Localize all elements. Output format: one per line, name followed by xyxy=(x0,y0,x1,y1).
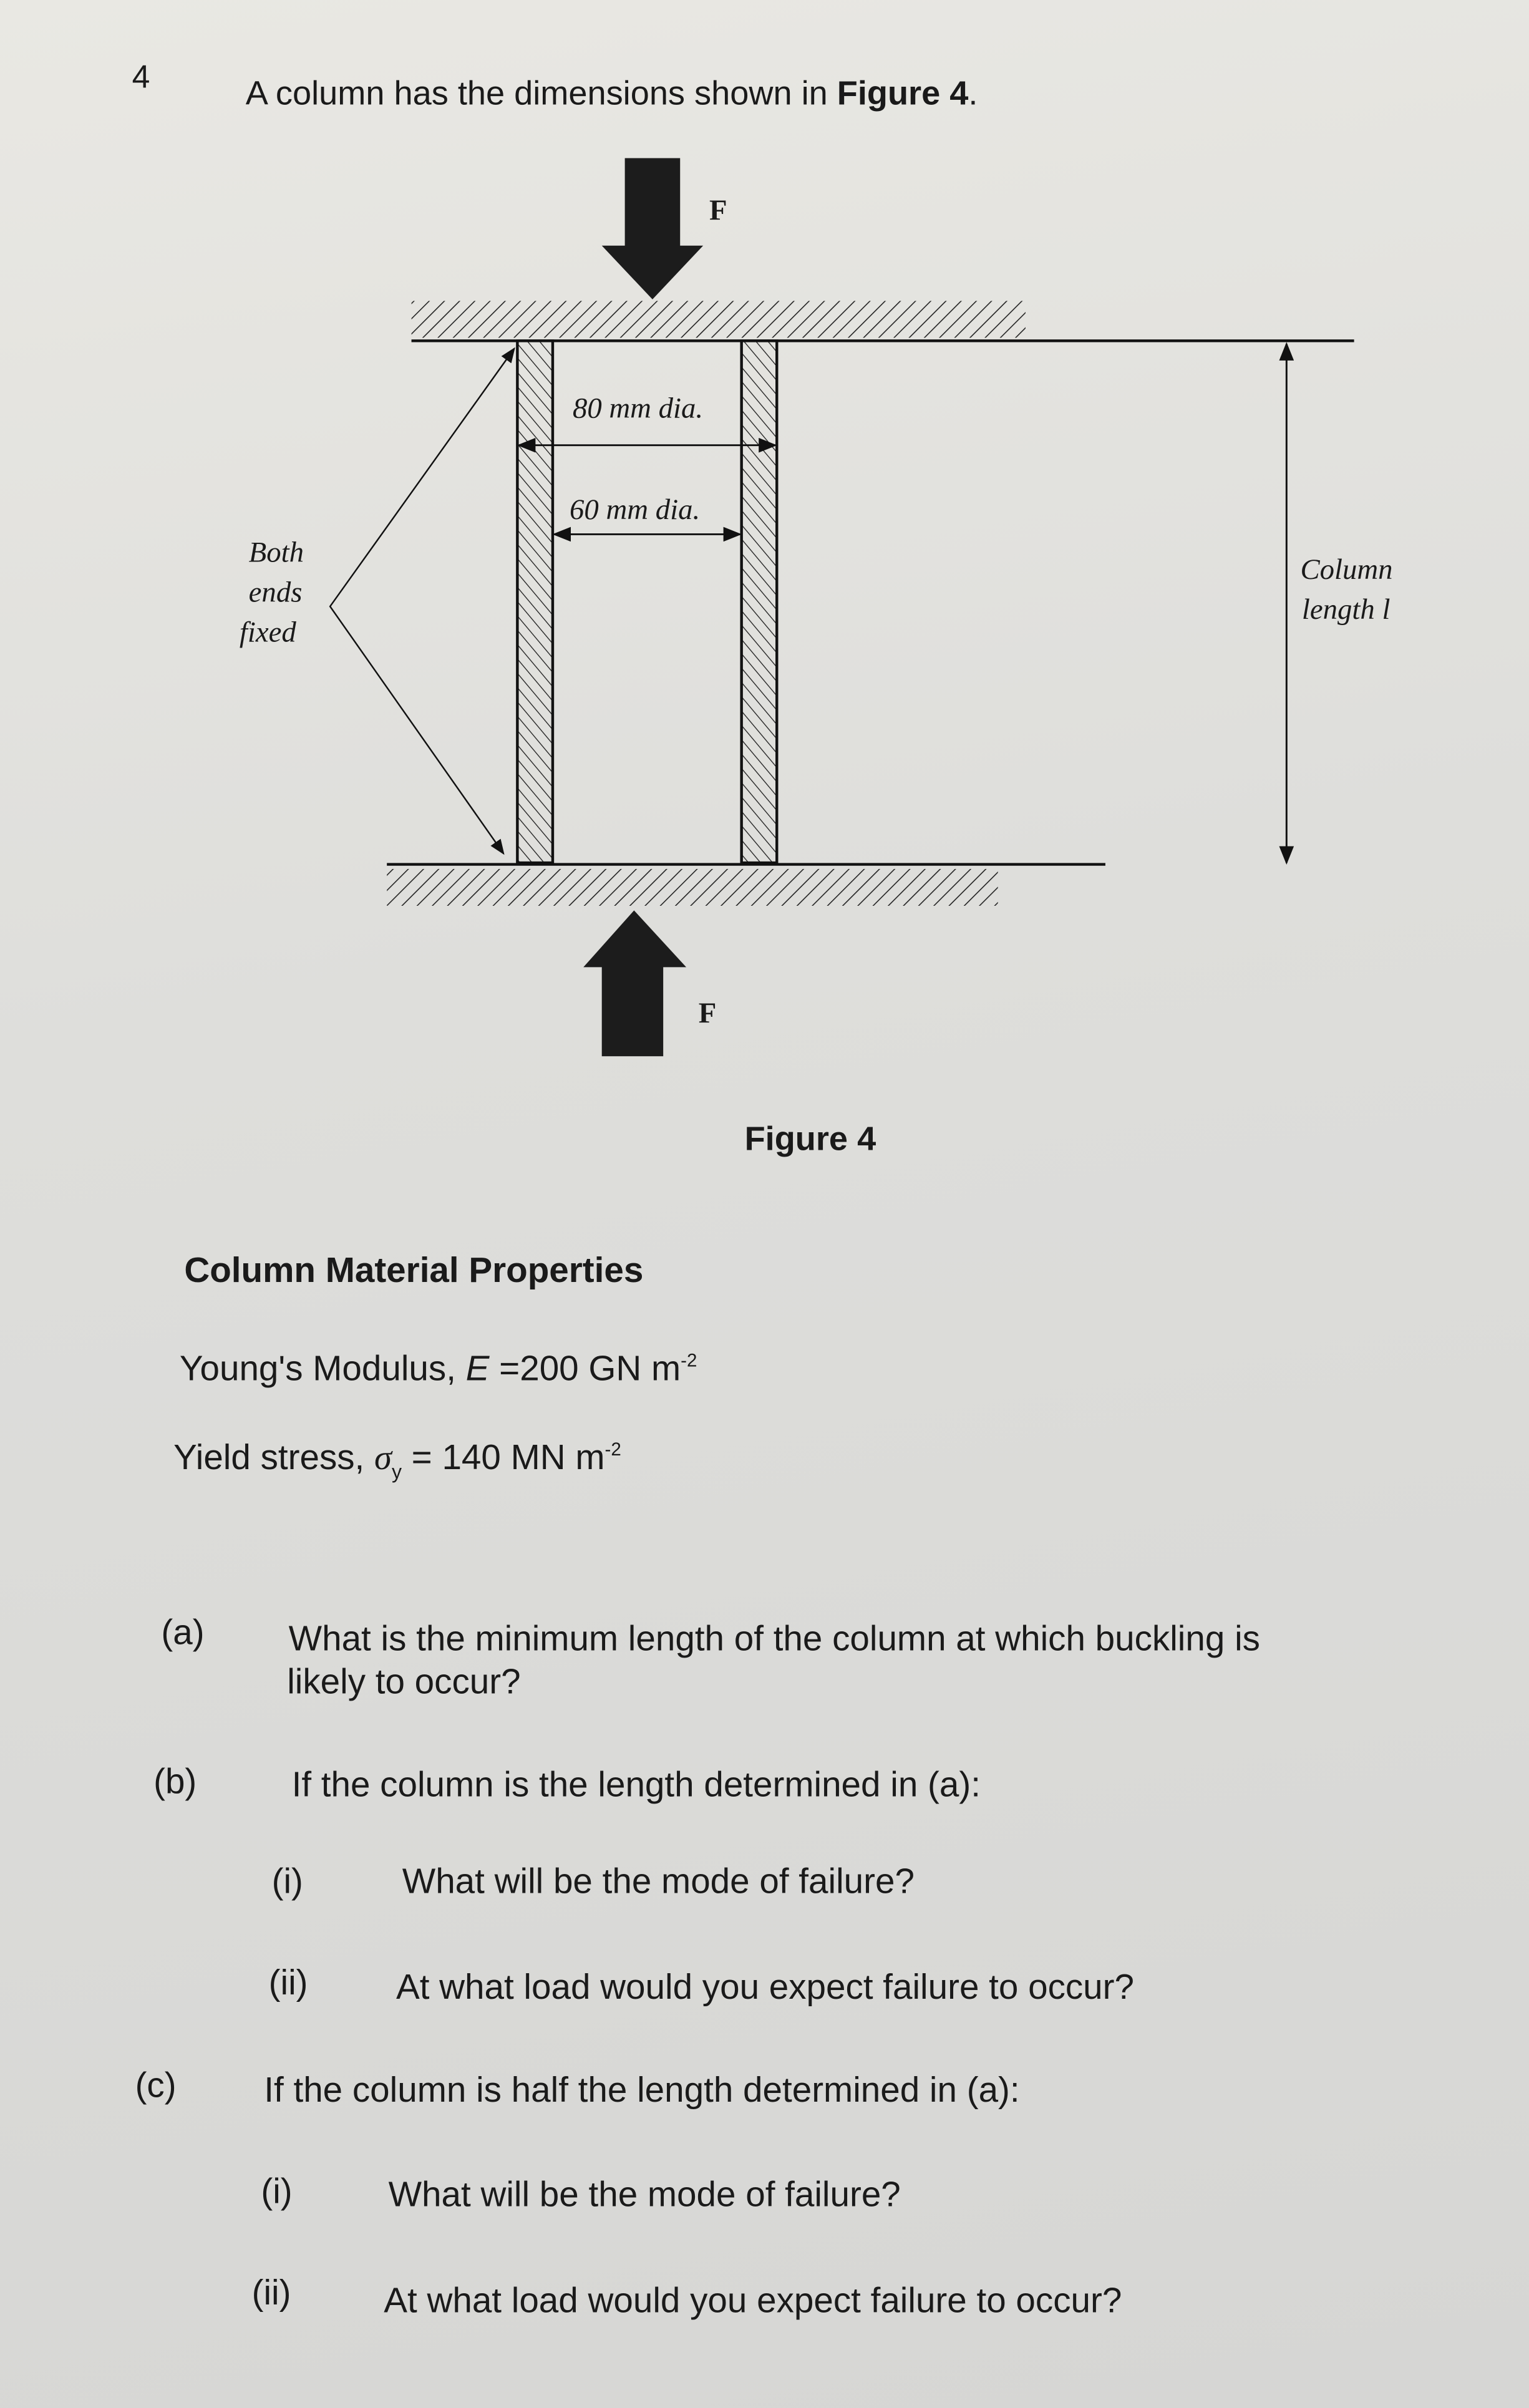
youngs-exponent: -2 xyxy=(681,1349,697,1371)
question-b-i-label: (i) xyxy=(271,1860,303,1901)
ends-label-line3: fixed xyxy=(239,617,296,650)
bottom-force-label: F xyxy=(698,998,717,1031)
question-a-text-line1: What is the minimum length of the column… xyxy=(288,1618,1260,1658)
ends-label-line1: Both xyxy=(248,537,304,570)
question-b-ii-label: (ii) xyxy=(268,1962,308,2003)
inner-diameter-label: 60 mm dia. xyxy=(570,494,701,527)
bottom-force-arrow xyxy=(583,910,687,1057)
figure-reference: Figure 4 xyxy=(837,74,969,112)
ends-label-line2: ends xyxy=(248,577,303,610)
youngs-value: =200 GN m xyxy=(489,1347,681,1388)
top-force-label: F xyxy=(709,195,727,228)
column-right-wall xyxy=(740,339,779,865)
question-c-text: If the column is half the length determi… xyxy=(264,2069,1020,2110)
question-c-ii-text: At what load would you expect failure to… xyxy=(384,2279,1122,2320)
yield-subscript: y xyxy=(391,1460,402,1483)
question-number: 4 xyxy=(132,59,150,95)
question-b-ii-text: At what load would you expect failure to… xyxy=(396,1966,1135,2007)
question-a-label: (a) xyxy=(161,1612,205,1653)
question-c-i-text: What will be the mode of failure? xyxy=(388,2173,901,2214)
top-fixed-support-hatch xyxy=(411,301,1026,338)
bottom-fixed-support-hatch xyxy=(387,868,998,906)
outer-diameter-label: 80 mm dia. xyxy=(572,393,704,425)
column-left-wall xyxy=(516,339,555,865)
question-c-ii-label: (ii) xyxy=(251,2272,291,2313)
question-b-text: If the column is the length determined i… xyxy=(291,1764,981,1804)
figure-caption: Figure 4 xyxy=(744,1119,876,1158)
intro-text: A column has the dimensions shown in Fig… xyxy=(245,74,978,112)
youngs-label: Young's Modulus, xyxy=(179,1347,466,1388)
youngs-symbol: E xyxy=(465,1347,490,1388)
question-b-i-text: What will be the mode of failure? xyxy=(402,1860,915,1901)
question-a-text-line2: likely to occur? xyxy=(287,1661,521,1701)
top-force-arrow xyxy=(601,158,704,299)
ends-fixed-leader xyxy=(329,347,515,855)
yield-stress: Yield stress, σy = 140 MN m-2 xyxy=(173,1437,621,1483)
properties-heading: Column Material Properties xyxy=(184,1250,644,1290)
question-c-label: (c) xyxy=(135,2065,177,2105)
yield-symbol: σ xyxy=(374,1438,392,1477)
yield-exponent: -2 xyxy=(604,1438,621,1460)
length-label-line1: Column xyxy=(1300,554,1393,587)
intro-end: . xyxy=(968,74,978,112)
question-c-i-label: (i) xyxy=(261,2170,293,2211)
intro-body: A column has the dimensions shown in xyxy=(245,74,837,112)
youngs-modulus: Young's Modulus, E =200 GN m-2 xyxy=(179,1347,697,1388)
length-label-line2: length l xyxy=(1301,594,1391,627)
yield-label: Yield stress, xyxy=(173,1437,375,1477)
yield-value: = 140 MN m xyxy=(401,1437,605,1477)
question-b-label: (b) xyxy=(153,1760,197,1801)
